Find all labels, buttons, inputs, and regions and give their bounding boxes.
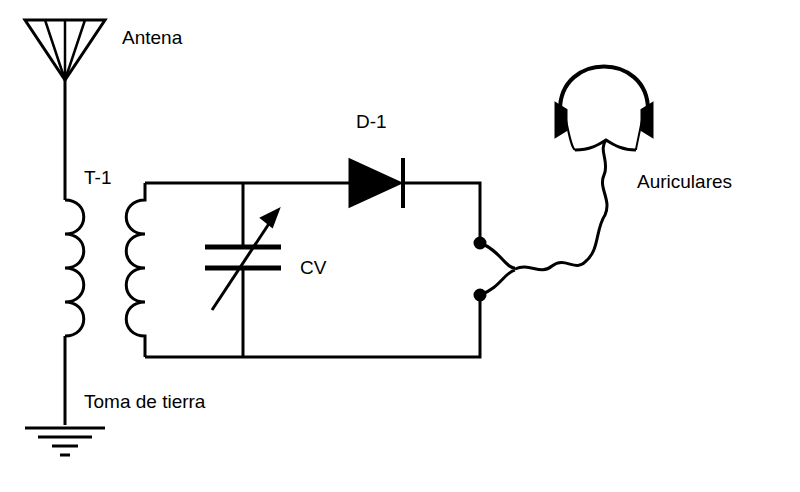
part-label: D-1 (356, 112, 387, 133)
transformer-primary (65, 200, 84, 425)
variable-capacitor (205, 183, 281, 357)
headphone-jack (475, 238, 485, 300)
headphones-label: Auriculares (637, 172, 732, 193)
part-label: T-1 (84, 168, 111, 189)
part-label: CV (300, 258, 326, 279)
circuit-wires (145, 183, 480, 357)
headphones (480, 67, 652, 296)
diode-symbol (350, 158, 403, 208)
antenna-label: Antena (122, 28, 182, 49)
ground-symbol (25, 428, 105, 455)
ground-label: Toma de tierra (84, 392, 205, 413)
transformer-secondary (126, 183, 145, 357)
